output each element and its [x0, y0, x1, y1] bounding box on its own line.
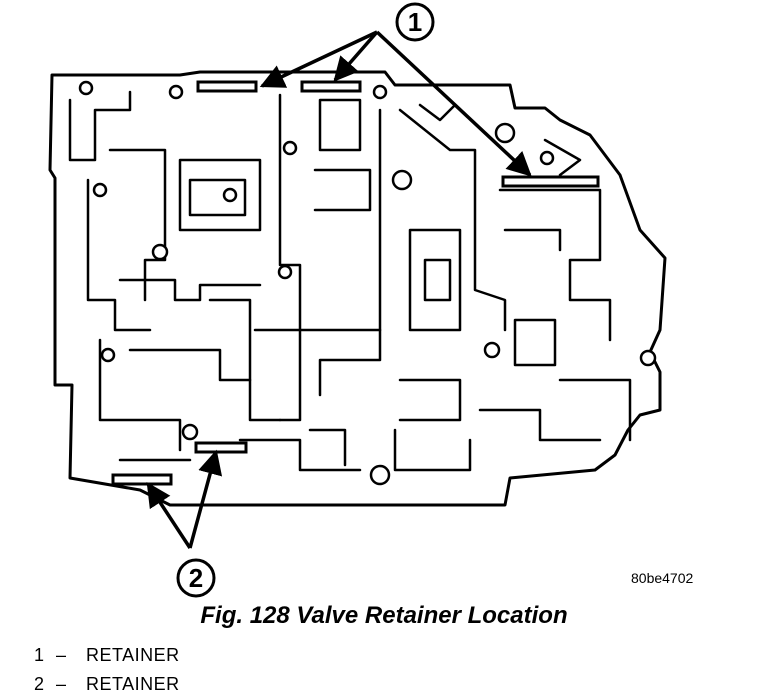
valve-passages [68, 90, 632, 472]
callout-2: 2 [176, 558, 216, 598]
retainer-2b [111, 473, 173, 486]
figure-caption: Fig. 128 Valve Retainer Location [200, 602, 568, 629]
bore-holes [78, 80, 657, 486]
leader-2b [146, 481, 192, 549]
legend-item: 1–RETAINER [34, 645, 180, 666]
callout-1: 1 [395, 2, 435, 42]
retainer-2a [194, 441, 248, 454]
legend-label: RETAINER [86, 645, 180, 665]
legend-label: RETAINER [86, 674, 180, 694]
leader-2a [188, 449, 223, 549]
leader-1c [375, 30, 532, 177]
figure-code: 80be4702 [631, 570, 694, 586]
valve-body-diagram: 1 2 [48, 2, 667, 598]
leader-1b [333, 30, 379, 82]
legend-dash: – [56, 645, 67, 665]
leader-lines [146, 30, 532, 549]
legend-dash: – [56, 674, 67, 694]
retainer-1a [196, 80, 258, 93]
legend-number: 2 [34, 674, 45, 694]
leader-1a [259, 30, 378, 88]
valve-body-outline [48, 70, 667, 507]
svg-text:1: 1 [408, 7, 422, 37]
retainer-1b [300, 80, 362, 93]
legend-item: 2–RETAINER [34, 674, 180, 695]
retainers [111, 80, 600, 486]
legend-number: 1 [34, 645, 45, 665]
svg-text:2: 2 [189, 563, 203, 593]
retainer-1c [501, 175, 600, 188]
